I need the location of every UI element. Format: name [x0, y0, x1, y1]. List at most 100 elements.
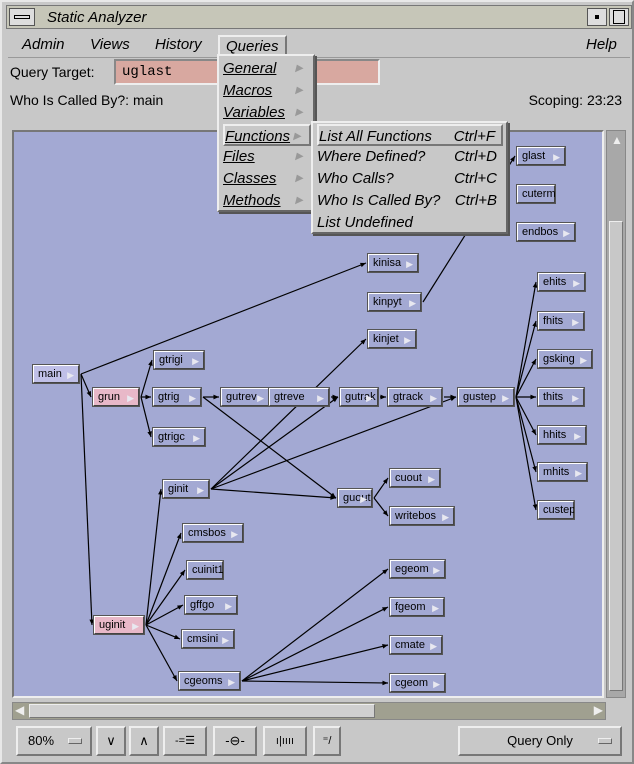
graph-node-gsking[interactable]: gsking▶ — [537, 349, 593, 369]
queries-menu-item-methods[interactable]: Methods▶ — [223, 190, 311, 212]
window-menu-button[interactable] — [9, 8, 35, 26]
graph-node-egeom[interactable]: egeom▶ — [389, 559, 446, 579]
graph-node-cmsbos[interactable]: cmsbos▶ — [182, 523, 244, 543]
expand-arrow-icon[interactable]: ▶ — [225, 601, 232, 611]
expand-arrow-icon[interactable]: ▶ — [580, 355, 587, 365]
title-bar[interactable]: Static Analyzer — [6, 5, 632, 29]
graph-node-cgeom[interactable]: cgeom▶ — [389, 673, 446, 693]
expand-arrow-icon[interactable]: ▶ — [572, 393, 579, 403]
queries-menu-item-macros[interactable]: Macros▶ — [223, 80, 311, 102]
expand-arrow-icon[interactable]: ▶ — [132, 621, 139, 631]
expand-arrow-icon[interactable]: ▶ — [192, 356, 199, 366]
graph-node-gutrak[interactable]: gutrak▶ — [339, 387, 379, 407]
graph-node-cuterm[interactable]: cuterm — [516, 184, 556, 204]
expand-arrow-icon[interactable]: ▶ — [574, 431, 581, 441]
expand-arrow-icon[interactable]: ▶ — [433, 565, 440, 575]
scroll-up-icon[interactable]: ▲ — [611, 133, 623, 147]
graph-node-gtreve[interactable]: gtreve▶ — [268, 387, 330, 407]
expand-arrow-icon[interactable]: ▶ — [197, 485, 204, 495]
expand-arrow-icon[interactable]: ▶ — [404, 335, 411, 345]
graph-node-gustep[interactable]: gustep▶ — [457, 387, 515, 407]
functions-menu-item[interactable]: Who Is Called By?Ctrl+B — [317, 190, 503, 212]
expand-arrow-icon[interactable]: ▶ — [189, 393, 196, 403]
expand-arrow-icon[interactable]: ▶ — [366, 393, 373, 403]
expand-arrow-icon[interactable]: ▶ — [127, 393, 134, 403]
expand-arrow-icon[interactable]: ▶ — [573, 278, 580, 288]
expand-arrow-icon[interactable]: ▶ — [222, 635, 229, 645]
graph-node-grun[interactable]: grun▶ — [92, 387, 140, 407]
expand-arrow-icon[interactable]: ▶ — [409, 298, 416, 308]
vertical-scroll-thumb[interactable] — [609, 221, 623, 691]
graph-node-gtrig[interactable]: gtrig▶ — [152, 387, 202, 407]
expand-arrow-icon[interactable]: ▶ — [428, 474, 435, 484]
graph-node-kinisa[interactable]: kinisa▶ — [367, 253, 419, 273]
menu-views[interactable]: Views — [90, 36, 130, 53]
tree-layout-button[interactable]: -=☰ — [163, 726, 207, 756]
minimize-button[interactable] — [587, 8, 607, 26]
graph-node-gutrev[interactable]: gutrev▶ — [220, 387, 270, 407]
graph-node-ginit[interactable]: ginit▶ — [162, 479, 210, 499]
graph-node-gtrigi[interactable]: gtrigi▶ — [153, 350, 205, 370]
graph-node-kinpyt[interactable]: kinpyt▶ — [367, 292, 422, 312]
expand-arrow-icon[interactable]: ▶ — [432, 603, 439, 613]
graph-node-endbos[interactable]: endbos▶ — [516, 222, 576, 242]
queries-menu-item-variables[interactable]: Variables▶ — [223, 102, 311, 124]
functions-menu-item[interactable]: Who Calls?Ctrl+C — [317, 168, 503, 190]
horizontal-scroll-thumb[interactable] — [29, 704, 375, 718]
graph-node-cmate[interactable]: cmate▶ — [389, 635, 443, 655]
menu-help[interactable]: Help — [586, 36, 617, 53]
expand-arrow-icon[interactable]: ▶ — [433, 679, 440, 689]
expand-arrow-icon[interactable]: ▶ — [563, 228, 570, 238]
graph-node-guout[interactable]: guout▶ — [337, 488, 373, 508]
graph-node-fhits[interactable]: fhits▶ — [537, 311, 585, 331]
expand-arrow-icon[interactable]: ▶ — [406, 259, 413, 269]
horizontal-layout-button[interactable]: ı|ıııı — [263, 726, 307, 756]
functions-menu-item[interactable]: Where Defined?Ctrl+D — [317, 146, 503, 168]
graph-node-gtrigc[interactable]: gtrigc▶ — [152, 427, 206, 447]
graph-node-writebos[interactable]: writebos▶ — [389, 506, 455, 526]
graph-node-gffgo[interactable]: gffgo▶ — [184, 595, 238, 615]
scroll-right-icon[interactable]: ▶ — [593, 703, 603, 717]
rotate-layout-button[interactable]: ⁼/ — [313, 726, 341, 756]
menu-history[interactable]: History — [155, 36, 202, 53]
mode-select[interactable]: Query Only — [458, 726, 622, 756]
expand-arrow-icon[interactable]: ▶ — [575, 468, 582, 478]
queries-menu-item-files[interactable]: Files▶ — [223, 146, 311, 168]
expand-arrow-icon[interactable]: ▶ — [228, 677, 235, 687]
graph-node-cuinit1[interactable]: cuinit1 — [186, 560, 224, 580]
center-node-button[interactable]: -⊖- — [213, 726, 257, 756]
graph-node-glast[interactable]: glast▶ — [516, 146, 566, 166]
expand-arrow-icon[interactable]: ▶ — [67, 370, 74, 380]
graph-node-cuout[interactable]: cuout▶ — [389, 468, 441, 488]
graph-node-thits[interactable]: thits▶ — [537, 387, 585, 407]
graph-node-uginit[interactable]: uginit▶ — [93, 615, 145, 635]
graph-node-main[interactable]: main▶ — [32, 364, 80, 384]
expand-arrow-icon[interactable]: ▶ — [257, 393, 264, 403]
expand-arrow-icon[interactable]: ▶ — [430, 641, 437, 651]
expand-arrow-icon[interactable]: ▶ — [317, 393, 324, 403]
scroll-up-button[interactable]: ∧ — [129, 726, 159, 756]
expand-arrow-icon[interactable]: ▶ — [502, 393, 509, 403]
graph-node-hhits[interactable]: hhits▶ — [537, 425, 587, 445]
queries-menu-item-general[interactable]: General▶ — [223, 58, 311, 80]
expand-arrow-icon[interactable]: ▶ — [360, 494, 367, 504]
graph-node-ehits[interactable]: ehits▶ — [537, 272, 586, 292]
expand-arrow-icon[interactable]: ▶ — [572, 317, 579, 327]
maximize-button[interactable] — [609, 8, 629, 26]
zoom-select[interactable]: 80% — [16, 726, 92, 756]
graph-node-mhits[interactable]: mhits▶ — [537, 462, 588, 482]
expand-arrow-icon[interactable]: ▶ — [430, 393, 437, 403]
scroll-left-icon[interactable]: ◀ — [15, 703, 25, 717]
graph-node-custep[interactable]: custep — [537, 500, 575, 520]
functions-menu-item[interactable]: List Undefined — [317, 212, 503, 234]
vertical-scrollbar[interactable]: ▲ — [606, 130, 626, 698]
expand-arrow-icon[interactable]: ▶ — [193, 433, 200, 443]
graph-node-fgeom[interactable]: fgeom▶ — [389, 597, 445, 617]
horizontal-scrollbar[interactable]: ◀ ▶ — [12, 702, 606, 720]
queries-menu-item-functions[interactable]: Functions▶ — [223, 124, 311, 146]
queries-menu-item-classes[interactable]: Classes▶ — [223, 168, 311, 190]
expand-arrow-icon[interactable]: ▶ — [231, 529, 238, 539]
scroll-down-button[interactable]: ∨ — [96, 726, 126, 756]
expand-arrow-icon[interactable]: ▶ — [553, 152, 560, 162]
